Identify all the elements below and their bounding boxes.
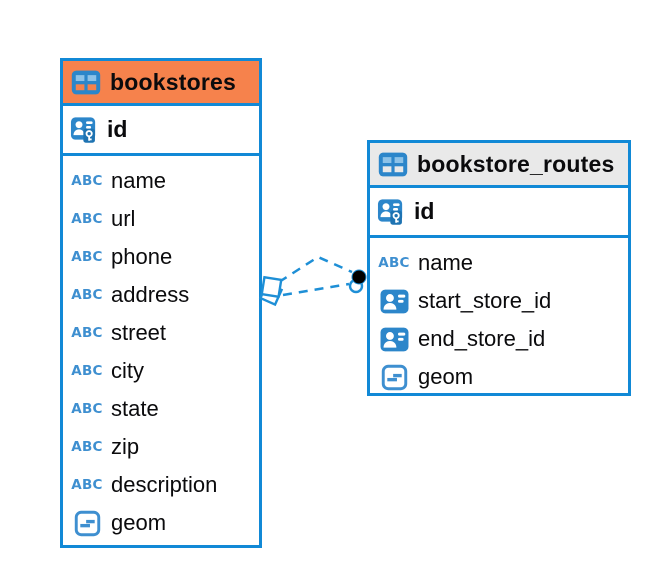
field-name: name [111,168,167,193]
relationship-line[interactable] [282,282,350,297]
field-row[interactable]: ABC city [71,352,259,390]
pk-field-name: id [107,116,128,142]
text-type-icon: ABC [71,401,103,417]
text-type-icon: ABC [71,173,103,189]
text-type-icon: ABC [71,249,103,265]
table-title: bookstores [110,68,236,95]
text-type-icon: ABC [71,477,103,493]
table-icon [378,152,408,176]
geometry-type-icon [381,364,407,390]
field-list: ABC name start_store_id [370,238,628,396]
ring-dot-marker[interactable] [348,278,364,294]
field-name: end_store_id [418,326,546,351]
pk-row[interactable]: id [63,106,259,156]
field-list: ABC name ABC url ABC phone ABC address A… [63,156,259,542]
person-ref-icon [380,327,408,351]
person-ref-icon [380,289,408,313]
field-name: start_store_id [418,288,552,313]
field-name: street [111,320,167,345]
field-row[interactable]: end_store_id [378,320,628,358]
text-type-icon: ABC [71,211,103,227]
field-name: url [111,206,136,231]
field-row[interactable]: ABC name [378,244,628,282]
text-type-icon: ABC [71,287,103,303]
field-name: state [111,396,159,421]
text-type-icon: ABC [71,363,103,379]
table-card-bookstores[interactable]: bookstores id ABC name ABC [60,58,262,548]
field-row[interactable]: geom [71,504,259,542]
text-type-icon: ABC [71,325,103,341]
table-header[interactable]: bookstores [63,61,259,106]
field-name: address [111,282,190,307]
table-header[interactable]: bookstore_routes [370,143,628,188]
field-name: geom [418,364,474,389]
person-key-icon [70,116,96,143]
field-row[interactable]: start_store_id [378,282,628,320]
field-name: geom [111,510,167,535]
field-row[interactable]: ABC state [71,390,259,428]
field-row[interactable]: ABC zip [71,428,259,466]
pk-row[interactable]: id [370,188,628,238]
field-row[interactable]: ABC address [71,276,259,314]
table-card-bookstore-routes[interactable]: bookstore_routes id ABC name [367,140,631,396]
geometry-type-icon [74,510,100,536]
field-name: phone [111,244,173,269]
field-row[interactable]: ABC description [71,466,259,504]
field-name: description [111,472,218,497]
table-title: bookstore_routes [417,150,615,177]
text-type-icon: ABC [378,255,410,271]
field-row[interactable]: ABC phone [71,238,259,276]
field-name: city [111,358,144,383]
field-row[interactable]: geom [378,358,628,396]
stacked-squares-marker[interactable] [258,275,284,307]
field-name: zip [111,434,140,459]
field-row[interactable]: ABC url [71,200,259,238]
person-key-icon [377,198,403,225]
table-icon [71,70,101,94]
text-type-icon: ABC [71,439,103,455]
field-row[interactable]: ABC name [71,162,259,200]
field-row[interactable]: ABC street [71,314,259,352]
filled-dot-marker[interactable] [351,269,367,285]
relationship-line[interactable] [278,255,353,284]
field-name: name [418,250,474,275]
pk-field-name: id [414,198,435,224]
